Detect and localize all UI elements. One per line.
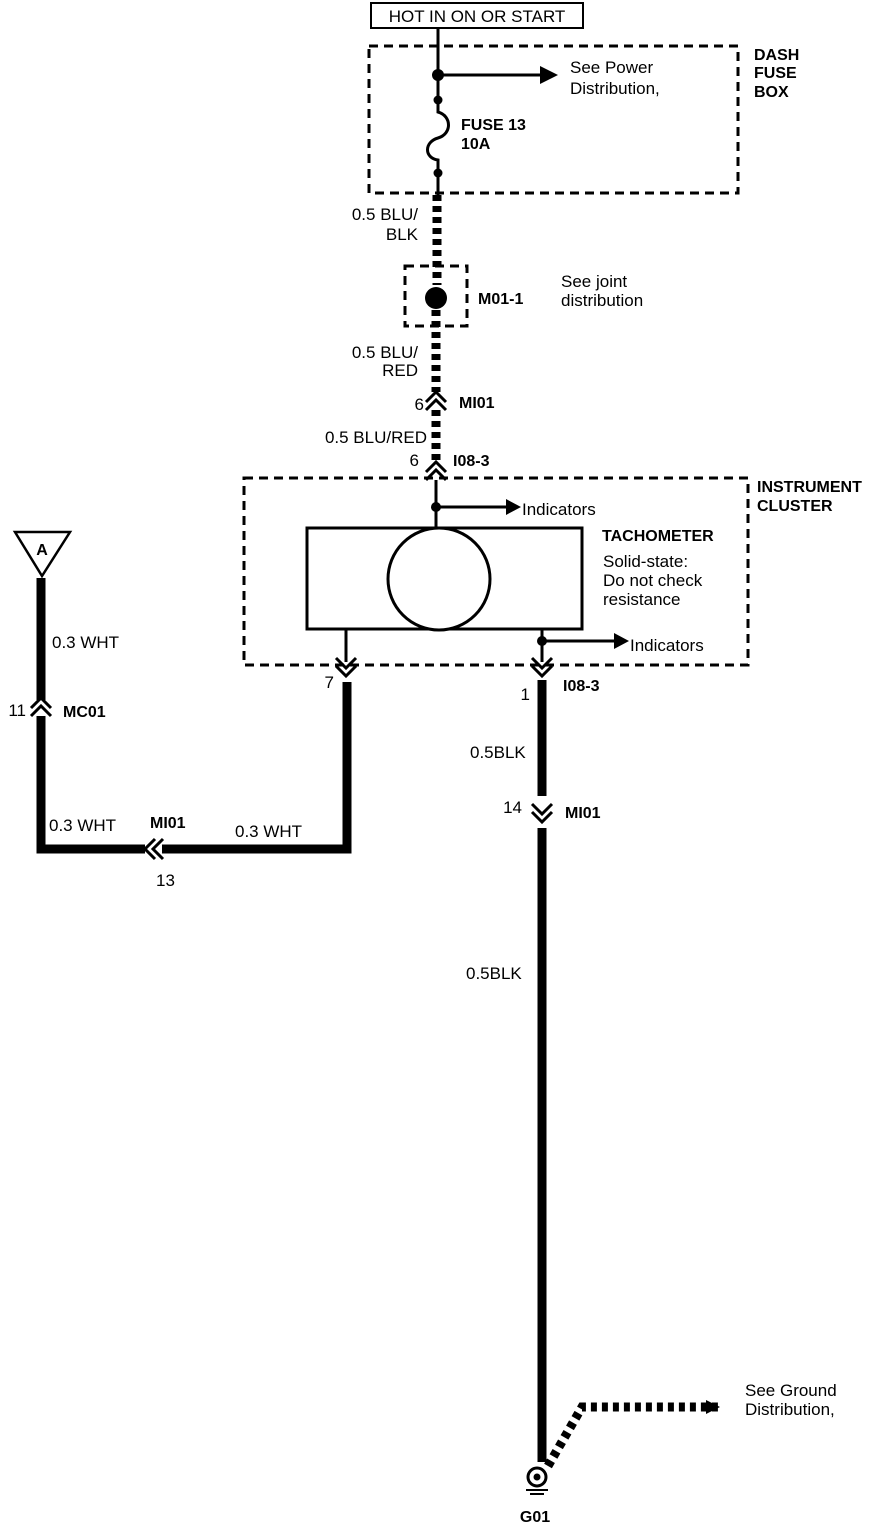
- wire-label-blk-a: 0.5BLK: [470, 743, 526, 762]
- cluster-label-line2: CLUSTER: [757, 498, 833, 515]
- ground-reference-line: [544, 1402, 718, 1469]
- offpage-connector-a: A: [12, 530, 73, 579]
- mc01-pin: 11: [8, 701, 26, 720]
- i08-lower-name: I08-3: [563, 678, 600, 695]
- connector-mi01-upper: 6 MI01: [415, 389, 495, 414]
- arrow-right-icon: [506, 499, 521, 515]
- arrow-left-icon: [706, 1400, 720, 1414]
- cluster-label-line1: INSTRUMENT: [757, 479, 862, 496]
- mi01-left-pin: 13: [156, 871, 175, 890]
- wire-label-blu-red-3: 0.5 BLU/RED: [325, 428, 427, 447]
- fuse-box-label-line3: BOX: [754, 84, 789, 101]
- tach-title: TACHOMETER: [602, 528, 714, 545]
- indicators-top: Indicators: [522, 500, 596, 519]
- fuse-box-label-line2: FUSE: [754, 65, 797, 82]
- instrument-cluster: INSTRUMENT CLUSTER Indicators TACHOMETER…: [242, 476, 862, 667]
- fuse-box-label-line1: DASH: [754, 47, 799, 64]
- dash-fuse-box: DASH FUSE BOX See Power Distribution, FU…: [367, 44, 799, 195]
- gauge-icon: [386, 526, 492, 632]
- mc01-name: MC01: [63, 704, 106, 721]
- fuse-rating: 10A: [461, 136, 491, 153]
- joint-name: M01-1: [478, 291, 523, 308]
- ground-name: G01: [520, 1509, 550, 1524]
- fuse-icon: [426, 104, 450, 172]
- power-ref-line2: Distribution,: [570, 79, 660, 98]
- mi01-upper-name: MI01: [459, 395, 495, 412]
- i08-left-pin: 7: [325, 673, 334, 692]
- wire-label-blu-blk-line1: 0.5 BLU/: [352, 205, 418, 224]
- joint-ref-line2: distribution: [561, 291, 643, 310]
- wire-label-wht-a: 0.3 WHT: [52, 633, 119, 652]
- tach-note-line2: Do not check: [603, 571, 703, 590]
- i08-upper-name: I08-3: [453, 453, 490, 470]
- connector-i08-3-upper: 6 I08-3: [410, 451, 490, 482]
- indicators-bottom: Indicators: [630, 636, 704, 655]
- tachometer: TACHOMETER Solid-state: Do not check res…: [305, 526, 714, 632]
- connector-mi01-right: 14 MI01: [503, 798, 601, 825]
- wire-label-blu-blk-line2: BLK: [386, 225, 419, 244]
- joint-ref-line1: See joint: [561, 272, 627, 291]
- ground-ref-line1: See Ground: [745, 1381, 837, 1400]
- ground-ref-line2: Distribution,: [745, 1400, 835, 1419]
- connector-i08-3-pin7: 7: [325, 656, 358, 692]
- i08-upper-pin: 6: [410, 451, 419, 470]
- mi01-right-pin: 14: [503, 798, 522, 817]
- fuse-terminal-icon: [433, 95, 443, 105]
- tach-note-line3: resistance: [603, 590, 680, 609]
- power-ref-line1: See Power: [570, 58, 653, 77]
- power-label: HOT IN ON OR START: [389, 7, 566, 26]
- i08-right-pin: 1: [521, 685, 530, 704]
- ground-g01: G01: [520, 1466, 550, 1524]
- tach-note-line1: Solid-state:: [603, 552, 688, 571]
- connector-i08-3-pin1: 1 I08-3: [521, 656, 600, 704]
- mi01-left-name: MI01: [150, 815, 186, 832]
- joint-splice-icon: [425, 287, 447, 309]
- wire-label-blu-red-line2: RED: [382, 361, 418, 380]
- arrow-right-icon: [540, 66, 558, 84]
- offpage-letter: A: [36, 542, 48, 559]
- fuse-name: FUSE 13: [461, 117, 526, 134]
- connector-mc01: 11 MC01: [8, 695, 106, 721]
- wire-label-blk-b: 0.5BLK: [466, 964, 522, 983]
- arrow-right-icon: [614, 633, 629, 649]
- mi01-right-name: MI01: [565, 805, 601, 822]
- wire-label-blu-red-line1: 0.5 BLU/: [352, 343, 418, 362]
- wire-label-wht-b: 0.3 WHT: [49, 816, 116, 835]
- connector-mi01-left: MI01 13: [142, 815, 186, 890]
- mi01-upper-pin: 6: [415, 395, 424, 414]
- power-source: HOT IN ON OR START: [370, 2, 584, 48]
- wire-wht-right: [162, 682, 352, 854]
- wire-wht-left: [36, 716, 145, 854]
- wire-label-wht-c: 0.3 WHT: [235, 822, 302, 841]
